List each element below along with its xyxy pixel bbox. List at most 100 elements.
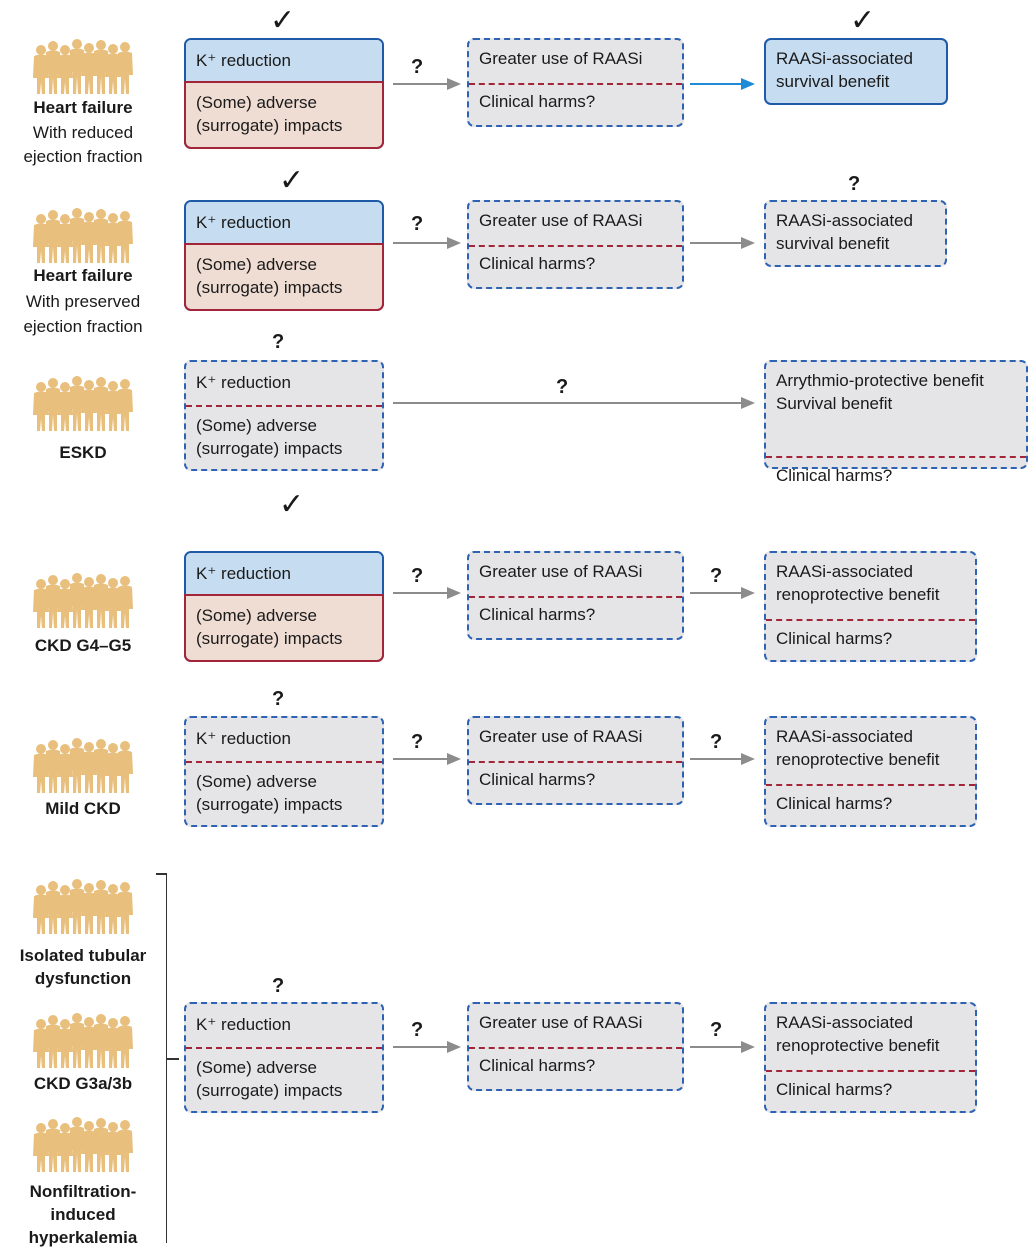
outcome-line: RAASi-associated — [776, 1013, 914, 1032]
adverse-impacts-line: (surrogate) impacts — [196, 278, 343, 297]
arrow — [393, 1041, 461, 1053]
adverse-impacts-cell: (Some) adverse (surrogate) impacts — [186, 596, 382, 660]
people-group-icon — [33, 573, 133, 628]
adverse-impacts-line: (surrogate) impacts — [196, 629, 343, 648]
check-mark-icon: ✓ — [270, 4, 296, 37]
potassium-reduction-label: K⁺ reduction — [196, 729, 291, 748]
population-name: Heart failure — [33, 98, 133, 117]
clinical-harms-label: Clinical harms? — [479, 1056, 596, 1075]
potassium-reduction-label: K⁺ reduction — [196, 1015, 291, 1034]
question-mark: ? — [710, 1019, 723, 1041]
dashed-divider — [766, 619, 975, 621]
population-name: Heart failure — [33, 266, 133, 285]
dashed-divider — [766, 1070, 975, 1072]
population-subtitle: With preserved — [25, 292, 141, 311]
adverse-impacts-line: (Some) adverse — [196, 416, 317, 435]
outcome-line: survival benefit — [776, 234, 890, 253]
population-name: CKD G4–G5 — [34, 636, 132, 655]
adverse-impacts-line: (surrogate) impacts — [196, 1081, 343, 1100]
question-mark: ? — [556, 376, 569, 398]
grouping-bracket-tick — [166, 1058, 179, 1060]
adverse-impacts-cell: (Some) adverse (surrogate) impacts — [186, 405, 382, 469]
dashed-divider — [766, 784, 975, 786]
arrow — [690, 587, 755, 599]
raasi-use-label: Greater use of RAASi — [479, 727, 643, 746]
people-group-icon — [33, 738, 133, 793]
question-mark: ? — [411, 1019, 424, 1041]
dashed-divider — [469, 1047, 682, 1049]
adverse-impacts-line: (Some) adverse — [196, 255, 317, 274]
question-mark: ? — [272, 331, 285, 353]
adverse-impacts-line: (Some) adverse — [196, 93, 317, 112]
people-group-icon — [33, 376, 133, 431]
raasi-use-label: Greater use of RAASi — [479, 211, 643, 230]
clinical-harms-label: Clinical harms? — [776, 1080, 893, 1099]
clinical-harms-label: Clinical harms? — [479, 770, 596, 789]
potassium-box: K⁺ reduction(Some) adverse(surrogate) im… — [184, 200, 384, 311]
clinical-harms-label: Clinical harms? — [479, 605, 596, 624]
arrow — [393, 78, 461, 90]
clinical-harms-label: Clinical harms? — [776, 466, 893, 485]
clinical-harms-label: Clinical harms? — [479, 254, 596, 273]
outcome-line: renoprotective benefit — [776, 1036, 940, 1055]
dashed-divider — [186, 1047, 382, 1049]
outcome-line: survival benefit — [776, 72, 890, 91]
adverse-impacts-line: (Some) adverse — [196, 606, 317, 625]
raasi-use-label: Greater use of RAASi — [479, 1013, 643, 1032]
dashed-divider — [766, 456, 1026, 458]
population-subtitle: With reduced — [32, 123, 134, 142]
check-mark-icon: ✓ — [850, 4, 876, 37]
outcome-line: Arrythmio-protective benefit — [776, 371, 984, 390]
people-group-icon — [33, 1013, 133, 1068]
potassium-box: K⁺ reduction (Some) adverse (surrogate) im… — [184, 551, 384, 662]
people-group-icon — [33, 879, 133, 934]
population-name: induced — [50, 1205, 116, 1224]
adverse-impacts-cell: (Some) adverse (surrogate) impacts — [186, 83, 382, 147]
raasi-use-label: Greater use of RAASi — [479, 562, 643, 581]
question-mark: ? — [848, 173, 861, 195]
potassium-box: K⁺ reduction(Some) adverse(surrogate) im… — [184, 1002, 384, 1113]
clinical-harms-label: Clinical harms? — [776, 629, 893, 648]
arrow — [690, 1041, 755, 1053]
population-name: Nonfiltration- — [29, 1182, 137, 1201]
outcome-box: RAASi-associated survival benefit — [764, 200, 947, 267]
adverse-impacts-line: (surrogate) impacts — [196, 795, 343, 814]
potassium-reduction-label: K⁺ reduction — [196, 373, 291, 392]
clinical-harms-label: Clinical harms? — [479, 92, 596, 111]
population-name: ESKD — [59, 443, 107, 462]
question-mark: ? — [411, 56, 424, 78]
outcome-line: renoprotective benefit — [776, 750, 940, 769]
dashed-divider — [469, 245, 682, 247]
dashed-divider — [469, 761, 682, 763]
potassium-box: K⁺ reduction(Some) adverse(surrogate) im… — [184, 38, 384, 149]
check-mark-icon: ✓ — [279, 164, 305, 197]
dashed-divider — [469, 596, 682, 598]
arrow — [393, 587, 461, 599]
outcome-line: renoprotective benefit — [776, 585, 940, 604]
population-subtitle: ejection fraction — [23, 147, 143, 166]
people-group-icon — [33, 1117, 133, 1172]
arrow — [690, 753, 755, 765]
adverse-impacts-cell: (Some) adverse (surrogate) impacts — [186, 245, 382, 309]
adverse-impacts-line: (surrogate) impacts — [196, 116, 343, 135]
outcome-line: RAASi-associated — [776, 211, 914, 230]
outcome-cell: RAASi-associated survival benefit — [766, 202, 945, 255]
adverse-impacts-line: (surrogate) impacts — [196, 439, 343, 458]
check-mark-icon: ✓ — [279, 488, 305, 521]
people-group-icon — [33, 39, 133, 94]
potassium-reduction-label: K⁺ reduction — [186, 553, 382, 596]
question-mark: ? — [411, 565, 424, 587]
adverse-impacts-cell: (Some) adverse(surrogate) impacts — [186, 761, 382, 825]
dashed-divider — [469, 83, 682, 85]
population-name: hyperkalemia — [28, 1228, 138, 1247]
